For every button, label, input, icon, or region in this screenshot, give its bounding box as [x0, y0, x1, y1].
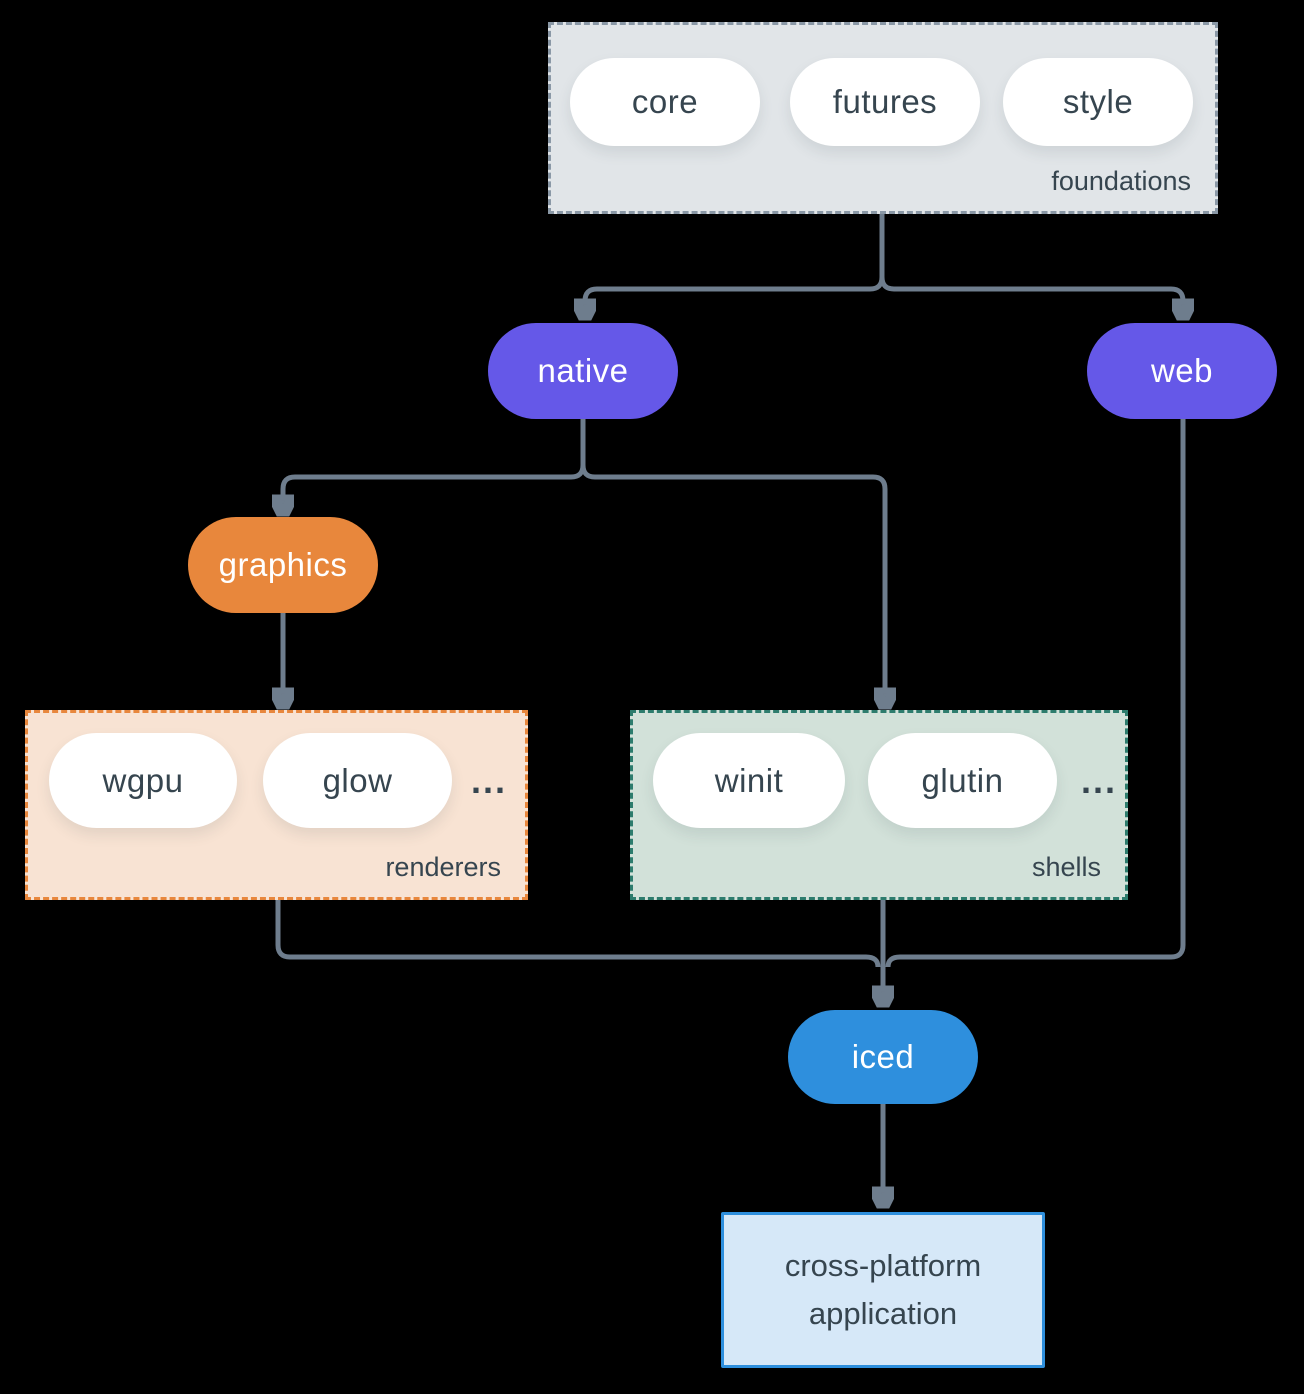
node-native: native [488, 323, 678, 419]
node-web: web [1087, 323, 1277, 419]
node-wgpu: wgpu [49, 733, 237, 828]
edge-web-to-merge [885, 419, 1186, 968]
node-winit: winit [653, 733, 845, 828]
shells-ellipsis: ... [1081, 759, 1118, 801]
renderers-ellipsis: ... [471, 759, 508, 801]
application-label-line1: cross-platform [784, 1247, 982, 1283]
node-style: style [1003, 58, 1193, 146]
edge-native-to-shells [580, 464, 885, 703]
edge-renderers-to-merge [275, 898, 881, 968]
node-cross-platform-application: cross-platform application [721, 1212, 1045, 1368]
shells-group-label: shells [1031, 852, 1101, 882]
edge-foundations-to-web [879, 276, 1183, 314]
node-iced: iced [788, 1010, 978, 1104]
node-futures: futures [790, 58, 980, 146]
edge-native-to-graphics [283, 464, 586, 510]
node-glutin: glutin [868, 733, 1057, 828]
node-core: core [570, 58, 760, 146]
renderers-group-label: renderers [385, 852, 501, 882]
shells-group: winit glutin ... shells [630, 710, 1128, 900]
node-glow: glow [263, 733, 452, 828]
foundations-group: core futures style foundations [548, 22, 1218, 214]
edge-foundations-to-native [585, 276, 885, 314]
application-label-line2: application [808, 1296, 958, 1331]
node-graphics: graphics [188, 517, 378, 613]
renderers-group: wgpu glow ... renderers [25, 710, 528, 900]
foundations-group-label: foundations [1051, 166, 1191, 196]
